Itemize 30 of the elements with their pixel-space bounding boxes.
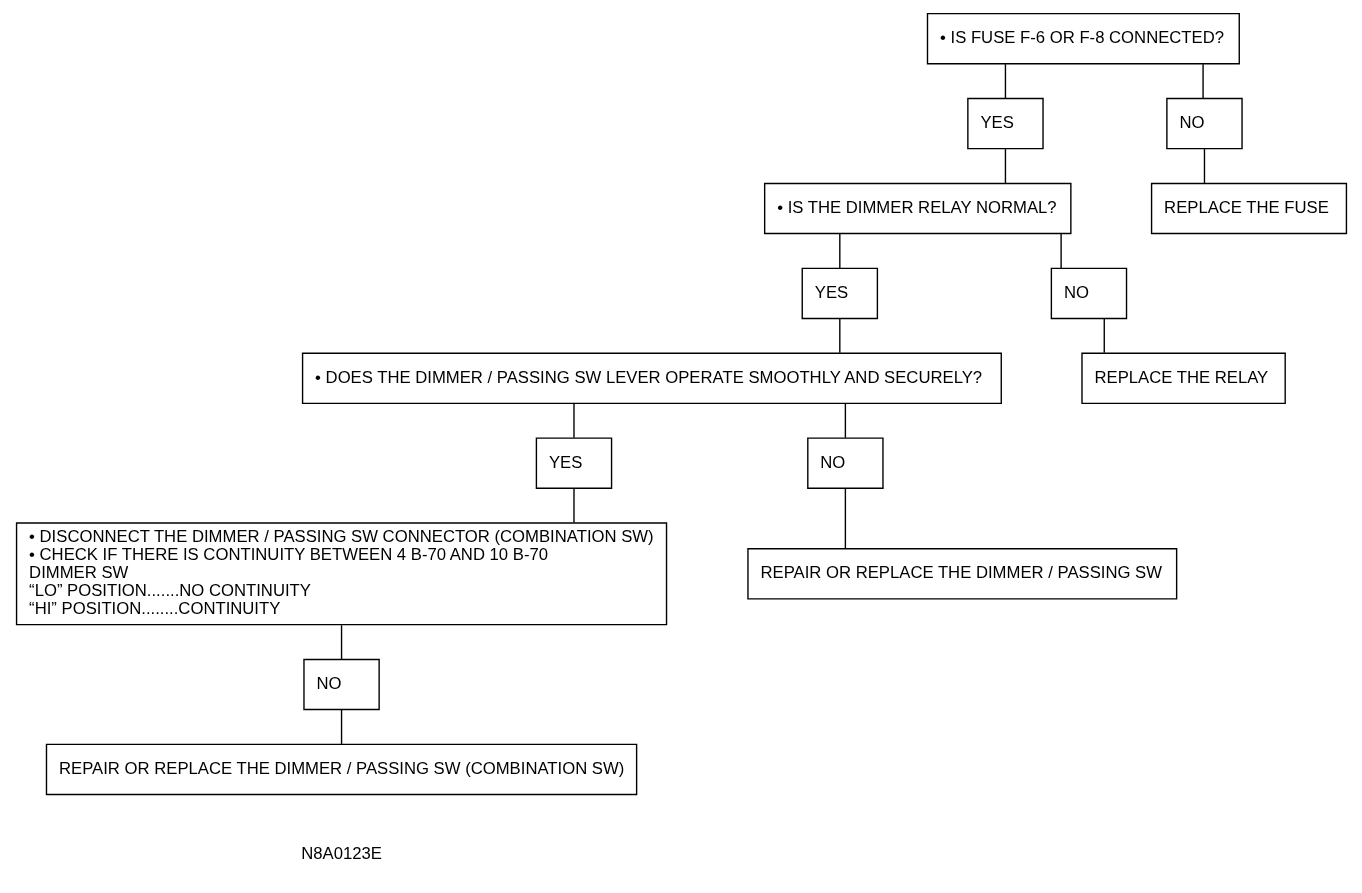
connector (844, 403, 846, 439)
node-box: YES (801, 267, 878, 320)
connector (1004, 148, 1006, 184)
connector (1201, 63, 1204, 99)
connector (340, 709, 342, 745)
label: N8A0123E (300, 843, 382, 863)
connector (340, 624, 342, 660)
connector (572, 487, 575, 524)
node-box: YES (966, 97, 1044, 150)
connector (1004, 63, 1006, 99)
node-box: NO (806, 437, 884, 489)
connector (1059, 233, 1062, 269)
node-box: REPAIR OR REPLACE THE DIMMER / PASSING SW (746, 548, 1177, 600)
connector (572, 403, 575, 439)
node-box: NO (1050, 267, 1127, 320)
node-box: • IS FUSE F-6 OR F-8 CONNECTED? (926, 12, 1240, 65)
connector (838, 318, 840, 354)
node-box: • IS THE DIMMER RELAY NORMAL? (763, 182, 1072, 235)
connector (1203, 148, 1205, 184)
connector (1103, 318, 1105, 354)
connector (838, 233, 840, 269)
node-box: NO (302, 658, 380, 711)
node-box: • DISCONNECT THE DIMMER / PASSING SW CONNECTOR (COMBINATION SW) • CHECK IF THERE IS CONTINUITY BETWEEN 4 B-70 AND 10 B-70 DIMMER SW “LO” POSITION.......NO CONTINUITY “HI” POSITION........CONTINUITY (15, 522, 667, 626)
node-box: YES (535, 437, 612, 489)
node-box: REPLACE THE RELAY (1080, 352, 1286, 405)
node-box: REPLACE THE FUSE (1150, 182, 1347, 235)
node-box: REPAIR OR REPLACE THE DIMMER / PASSING SW (COMBINATION SW) (45, 743, 637, 796)
connector (844, 487, 846, 550)
node-box: NO (1165, 97, 1243, 150)
node-box: • DOES THE DIMMER / PASSING SW LEVER OPERATE SMOOTHLY AND SECURELY? (301, 352, 1002, 405)
